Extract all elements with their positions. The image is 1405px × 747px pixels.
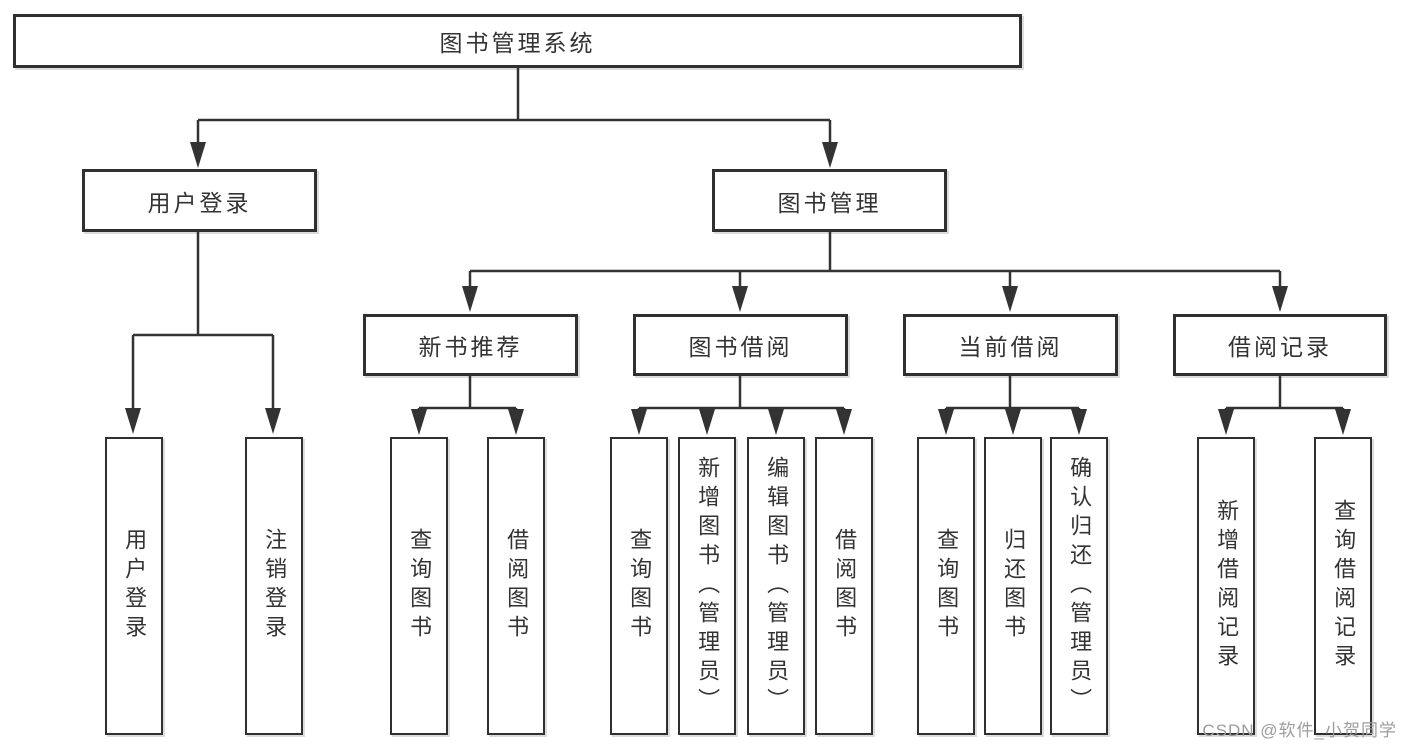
leaf-recommend-query-books-label: 查询图书 xyxy=(407,528,433,644)
leaf-current-return-books: 归还图书 xyxy=(984,437,1042,735)
leaf-borrow-edit-books-admin: 编辑图书（管理员） xyxy=(747,437,805,735)
node-user-login-label: 用户登录 xyxy=(147,189,252,216)
leaf-logout-label: 注销登录 xyxy=(262,528,288,644)
node-borrowing-records-label: 借阅记录 xyxy=(1228,334,1332,360)
leaf-recommend-borrow-books: 借阅图书 xyxy=(487,437,545,735)
leaf-records-add-record: 新增借阅记录 xyxy=(1197,437,1255,735)
leaf-records-query-record-label: 查询借阅记录 xyxy=(1331,499,1357,673)
leaf-borrow-query-books-label: 查询图书 xyxy=(627,528,653,644)
leaf-current-query-books: 查询图书 xyxy=(917,437,975,735)
leaf-records-add-record-label: 新增借阅记录 xyxy=(1214,499,1240,673)
node-new-book-recommendation: 新书推荐 xyxy=(363,314,578,376)
arrowheads xyxy=(125,142,1351,435)
node-book-borrowing: 图书借阅 xyxy=(633,314,848,376)
leaf-recommend-query-books: 查询图书 xyxy=(390,437,448,735)
leaf-current-confirm-return-admin-label: 确认归还（管理员） xyxy=(1067,455,1093,717)
leaf-user-login: 用户登录 xyxy=(105,437,163,735)
leaf-borrow-add-books-admin-label: 新增图书（管理员） xyxy=(695,455,721,717)
node-current-borrowing: 当前借阅 xyxy=(903,314,1118,376)
leaf-current-query-books-label: 查询图书 xyxy=(934,528,960,644)
node-book-management-label: 图书管理 xyxy=(777,189,882,216)
leaf-borrow-add-books-admin: 新增图书（管理员） xyxy=(678,437,736,735)
leaf-user-login-label: 用户登录 xyxy=(122,528,148,644)
node-book-management: 图书管理 xyxy=(712,169,947,232)
leaf-logout: 注销登录 xyxy=(245,437,303,735)
node-new-book-recommendation-label: 新书推荐 xyxy=(418,334,523,360)
node-current-borrowing-label: 当前借阅 xyxy=(958,334,1063,360)
leaf-borrow-edit-books-admin-label: 编辑图书（管理员） xyxy=(764,455,790,717)
leaf-borrow-borrow-books: 借阅图书 xyxy=(815,437,873,735)
leaf-borrow-borrow-books-label: 借阅图书 xyxy=(832,528,858,644)
leaf-recommend-borrow-books-label: 借阅图书 xyxy=(504,528,530,644)
leaf-borrow-query-books: 查询图书 xyxy=(610,437,668,735)
node-user-login: 用户登录 xyxy=(82,169,317,232)
node-library-system-label: 图书管理系统 xyxy=(439,30,596,56)
node-borrowing-records: 借阅记录 xyxy=(1173,314,1387,376)
leaf-current-confirm-return-admin: 确认归还（管理员） xyxy=(1050,437,1108,735)
leaf-records-query-record: 查询借阅记录 xyxy=(1314,437,1372,735)
watermark-text: CSDN @软件_小贺同学 xyxy=(1202,721,1397,740)
leaf-current-return-books-label: 归还图书 xyxy=(1001,528,1027,644)
node-library-system: 图书管理系统 xyxy=(13,14,1022,68)
node-book-borrowing-label: 图书借阅 xyxy=(688,334,793,360)
